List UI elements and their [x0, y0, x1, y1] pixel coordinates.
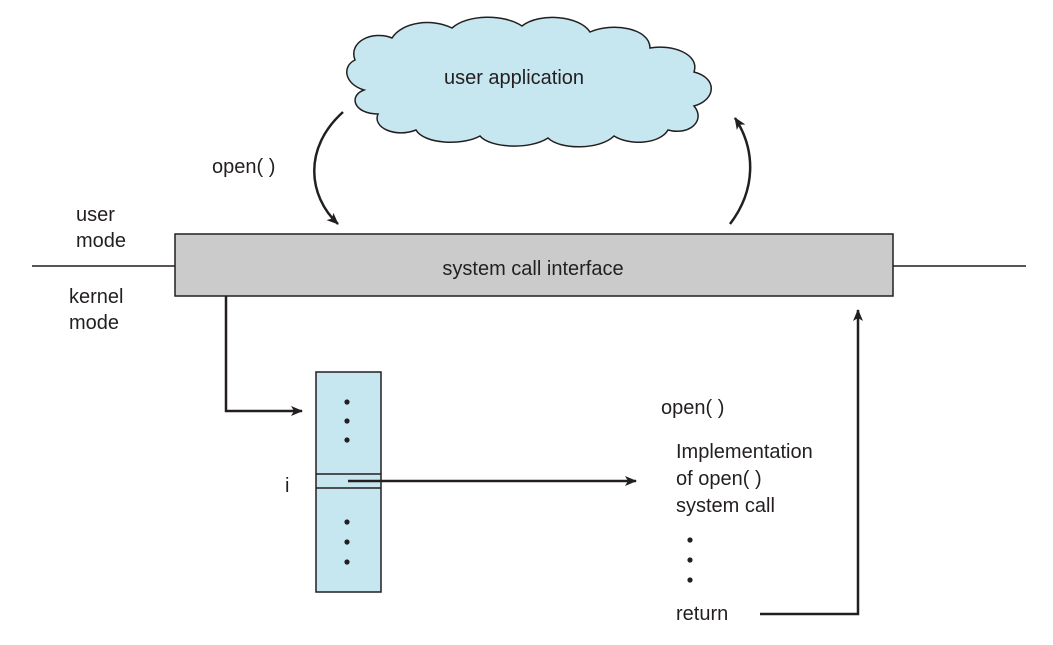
implementation-line-3: system call [676, 495, 775, 517]
implementation-line-2: of open( ) [676, 468, 762, 490]
user-application-cloud [346, 16, 712, 148]
user-mode-label-line1: user [76, 204, 115, 226]
implementation-line-1: Implementation [676, 441, 813, 463]
dispatch-arrow [224, 296, 303, 416]
kernel-mode-label-line1: kernel [69, 286, 124, 308]
implementation-ellipsis [687, 537, 693, 583]
table-ellipsis-bottom [344, 519, 350, 565]
system-call-interface-bar [174, 233, 894, 297]
user-mode-label-line2: mode [76, 230, 127, 252]
kernel-mode-label-line2: mode [69, 312, 120, 334]
call-label: open( ) [212, 156, 276, 178]
cloud-label: user application [443, 67, 585, 89]
interface-label: system call interface [442, 258, 624, 280]
call-arrow [313, 111, 344, 225]
implementation-heading: open( ) [661, 397, 725, 419]
table-index-label: i [285, 475, 290, 497]
return-to-user-arrow [729, 117, 752, 225]
return-label: return [676, 603, 729, 625]
table-ellipsis-top [344, 399, 350, 443]
return-arrow [760, 309, 863, 616]
